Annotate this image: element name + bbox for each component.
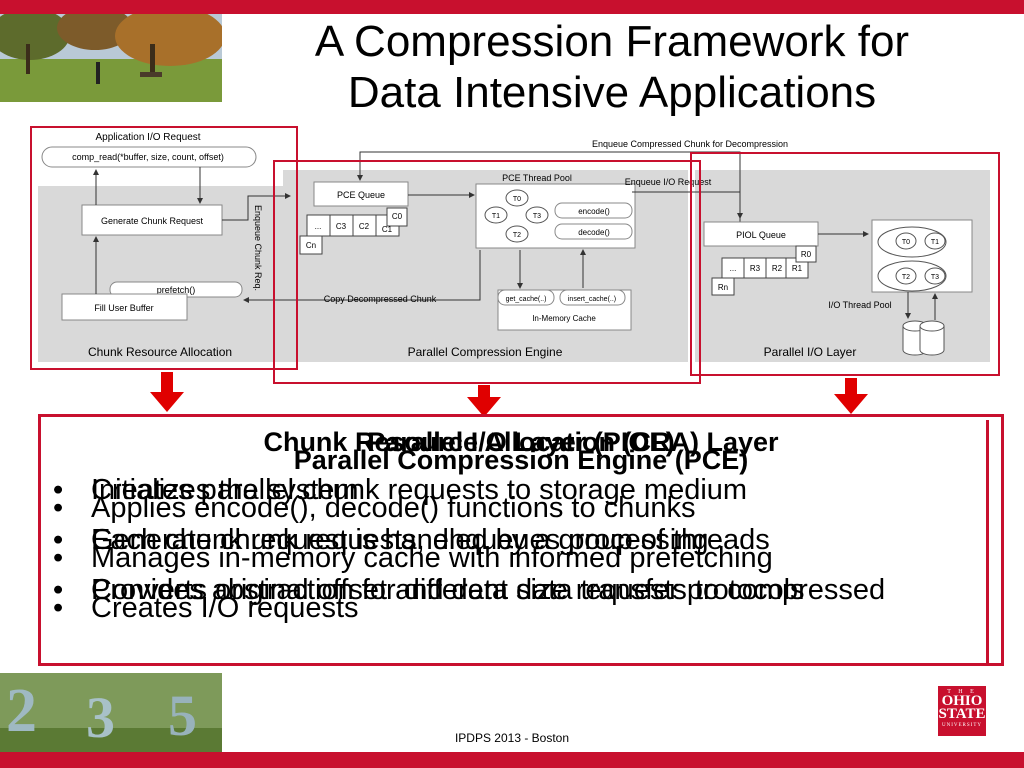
copy-decompressed-label: Copy Decompressed Chunk [324, 294, 437, 304]
footer-conference: IPDPS 2013 - Boston [454, 731, 570, 745]
pce-thread-pool-label: PCE Thread Pool [502, 173, 572, 183]
architecture-diagram: Application I/O Request comp_read(*buffe… [38, 132, 990, 362]
pce-queue-item: C3 [336, 222, 347, 231]
cra-layer-label: Chunk Resource Allocation [88, 345, 232, 359]
panel-border-overlay [46, 420, 989, 664]
comp-read-label: comp_read(*buffer, size, count, offset) [72, 152, 224, 162]
pce-queue-item: C1 [382, 225, 393, 234]
title-line-2: Data Intensive Applications [347, 68, 877, 117]
thread-label: T2 [513, 232, 521, 239]
storage-disk-icon [902, 320, 945, 356]
logo-line: STATE [938, 706, 986, 722]
piol-queue-item: R0 [801, 250, 812, 259]
pce-highlight-box [273, 160, 701, 384]
insert-cache-label: insert_cache(..) [568, 296, 616, 303]
comp-read-box [41, 146, 257, 168]
bottom-red-bar [0, 752, 1024, 768]
generate-chunk-request-box [81, 204, 223, 236]
enqueue-chunk-req-label: Enqueue Chunk Req. [253, 205, 263, 291]
pce-description: Parallel Compression Engine (PCE) Applie… [41, 435, 1001, 681]
pce-bullets: Applies encode(), decode() functions to … [53, 493, 971, 643]
pce-threads: T0 T1 T3 T2 [484, 189, 549, 243]
piol-queue-item: ... [730, 264, 737, 273]
down-arrow-icon [467, 385, 501, 417]
ohio-state-logo: T H E OHIO STATE UNIVERSITY [938, 686, 986, 736]
pce-queue-item: C2 [359, 222, 370, 231]
generate-chunk-request-label: Generate Chunk Request [101, 216, 204, 226]
pce-layer-label: Parallel Compression Engine [408, 345, 563, 359]
pce-queue-items: ... C3 C2 C1 C0 Cn [299, 207, 408, 255]
logo-line: OHIO [941, 693, 983, 709]
thread-label: T3 [931, 274, 939, 281]
decode-label: decode() [578, 228, 610, 237]
thread-label: T2 [902, 274, 910, 281]
thread-label: T1 [931, 239, 939, 246]
get-cache-box [497, 289, 555, 306]
io-thread-pool-label: I/O Thread Pool [828, 300, 891, 310]
thread-label: T1 [492, 213, 500, 220]
enqueue-io-label: Enqueue I/O Request [625, 177, 712, 187]
cra-heading: Chunk Resource Allocation (CRA) Layer [263, 427, 779, 457]
layer-description-panel: Chunk Resource Allocation (CRA) Layer In… [38, 414, 1004, 666]
piol-queue-items: ... R3 R2 R1 R0 Rn [711, 245, 817, 296]
get-cache-label: get_cache(..) [506, 296, 547, 303]
app-io-request-label: Application I/O Request [95, 132, 200, 143]
decode-box [554, 223, 633, 240]
logo-line: T H E [947, 689, 977, 695]
cra-highlight-box [30, 126, 298, 370]
pce-queue-label: PCE Queue [337, 190, 385, 200]
piol-layer-label: Parallel I/O Layer [764, 345, 857, 359]
encode-box [554, 202, 633, 219]
thread-label: T0 [902, 239, 910, 246]
thread-label: T0 [513, 196, 521, 203]
piol-queue-item: Rn [718, 283, 728, 292]
in-memory-cache-label: In-Memory Cache [532, 314, 596, 323]
fill-user-buffer-label: Fill User Buffer [94, 303, 153, 313]
piol-queue-item: R2 [772, 264, 783, 273]
insert-cache-box [559, 289, 626, 306]
piol-queue-item: R3 [750, 264, 761, 273]
down-arrow-icon [150, 372, 184, 412]
fill-user-buffer-box [61, 293, 188, 321]
logo-line: UNIVERSITY [942, 723, 982, 728]
thread-label: T3 [533, 213, 541, 220]
pce-heading: Parallel Compression Engine (PCE) [293, 445, 749, 475]
piol-heading: Parallel I/O Layer (PIOL) [367, 427, 675, 457]
piol-queue-box [703, 221, 819, 247]
title-line-1: A Compression Framework for [314, 17, 910, 66]
bullet-item: Applies encode(), decode() functions to … [53, 493, 971, 523]
pce-queue-box [313, 181, 409, 207]
campus-photo [0, 14, 222, 102]
campus-statue-photo: 2 3 5 [0, 673, 222, 752]
statue-numbers-graphic: 2 [6, 677, 37, 745]
pce-queue-item: C0 [392, 212, 403, 221]
bullet-item: Manages in-memory cache with informed pr… [53, 543, 971, 573]
down-arrow-icon [834, 378, 868, 414]
pce-queue-item: ... [315, 222, 322, 231]
svg-text:3: 3 [86, 685, 115, 750]
bullet-item: Creates I/O requests [53, 593, 971, 623]
piol-queue-label: PIOL Queue [736, 230, 786, 240]
svg-text:5: 5 [168, 683, 197, 748]
prefetch-label: prefetch() [157, 285, 196, 295]
enqueue-compressed-label: Enqueue Compressed Chunk for Decompressi… [592, 139, 788, 149]
pce-queue-item: Cn [306, 241, 316, 250]
slide-title: A Compression Framework for Data Intensi… [222, 16, 1002, 118]
top-red-bar [0, 0, 1024, 14]
encode-label: encode() [578, 207, 610, 216]
piol-highlight-box [690, 152, 1000, 376]
piol-queue-item: R1 [792, 264, 803, 273]
